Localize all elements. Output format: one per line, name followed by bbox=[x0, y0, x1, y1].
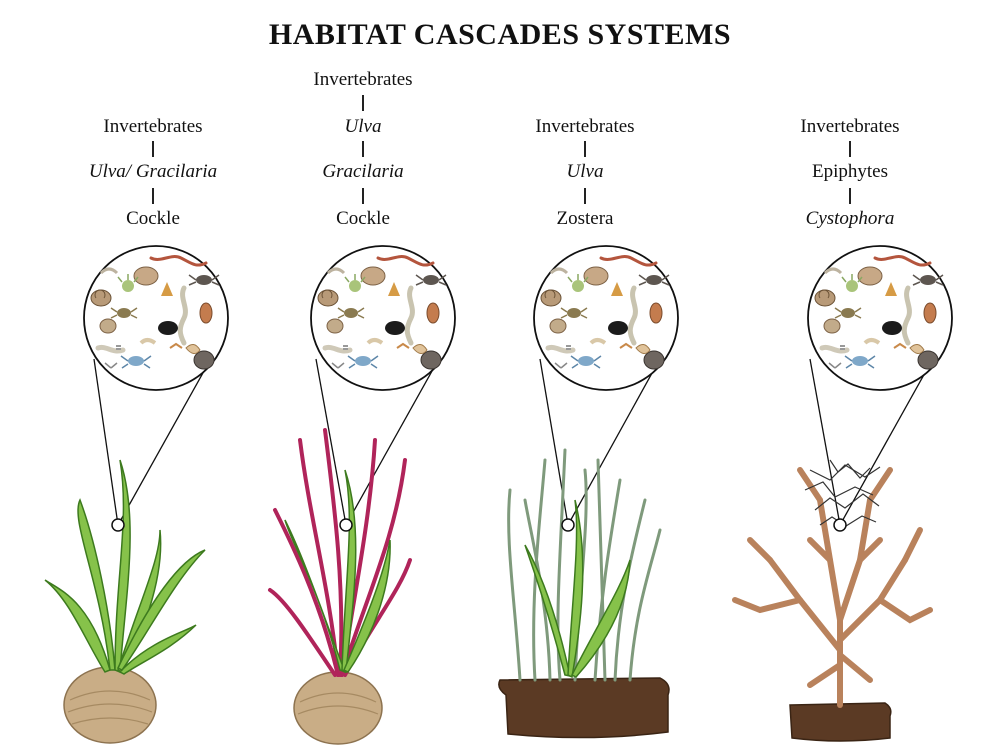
ulva-on-cockle-illustration bbox=[44, 245, 229, 744]
level-label-invertebrates: Invertebrates bbox=[535, 116, 635, 137]
connector-line bbox=[849, 188, 851, 204]
connector-line bbox=[152, 141, 154, 157]
level-label-ulva: Ulva bbox=[344, 116, 382, 137]
cascade-epiphytes-cystophora: Invertebrates Epiphytes Cystophora bbox=[750, 0, 950, 750]
level-label-invertebrates: Invertebrates bbox=[313, 69, 413, 90]
connector-line bbox=[362, 188, 364, 204]
connector-line bbox=[362, 95, 364, 111]
connector-line bbox=[362, 141, 364, 157]
level-label-gracilaria: Gracilaria bbox=[322, 161, 404, 182]
level-label-cockle: Cockle bbox=[126, 208, 180, 229]
cascade-ulva-gracilaria-cockle: Invertebrates Ulva Gracilaria Cockle bbox=[263, 0, 463, 750]
ulva-gracilaria-on-cockle-illustration bbox=[268, 245, 456, 745]
level-label-ulva: Ulva bbox=[566, 161, 604, 182]
connector-line bbox=[849, 141, 851, 157]
level-label-epiphytes: Epiphytes bbox=[812, 161, 888, 182]
level-label-ulva-gracilaria: Ulva/ Gracilaria bbox=[88, 161, 218, 182]
level-label-zostera: Zostera bbox=[556, 208, 614, 229]
epiphytes-on-cystophora-illustration bbox=[732, 245, 953, 742]
ulva-in-zostera-illustration bbox=[498, 245, 679, 739]
connector-line bbox=[152, 188, 154, 204]
cascade-ulva-zostera: Invertebrates Ulva Zostera bbox=[485, 0, 685, 750]
level-label-invertebrates: Invertebrates bbox=[103, 116, 203, 137]
connector-line bbox=[584, 188, 586, 204]
cascade-ulva-cockle: Invertebrates Ulva/ Gracilaria Cockle bbox=[53, 0, 253, 750]
page-title: HABITAT CASCADES SYSTEMS bbox=[268, 18, 732, 51]
level-label-cystophora: Cystophora bbox=[805, 208, 895, 229]
level-label-cockle: Cockle bbox=[336, 208, 390, 229]
level-label-invertebrates: Invertebrates bbox=[800, 116, 900, 137]
connector-line bbox=[584, 141, 586, 157]
